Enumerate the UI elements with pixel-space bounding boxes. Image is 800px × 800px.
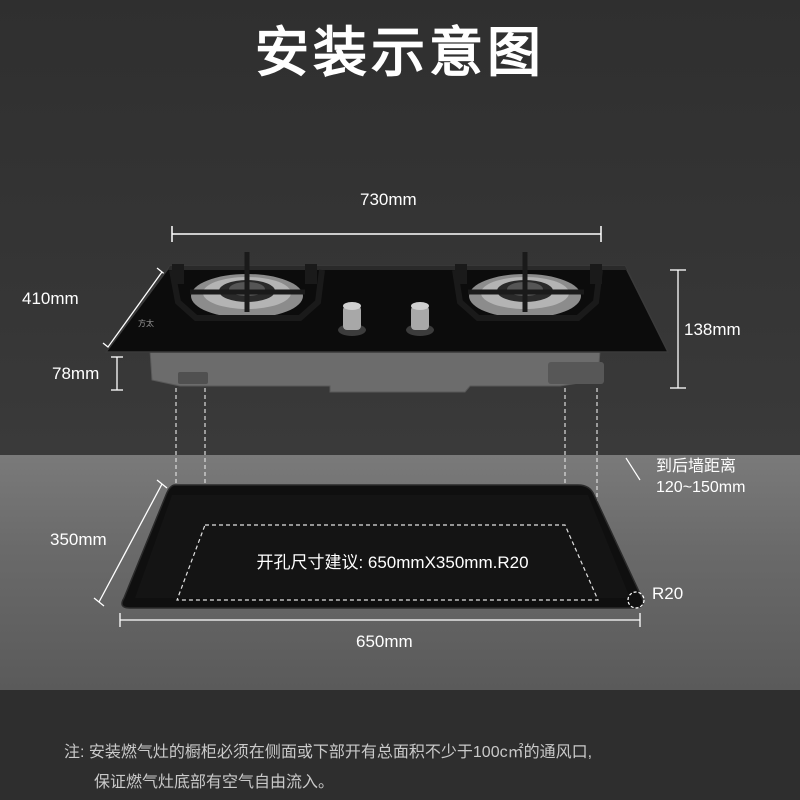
left-knob (338, 302, 366, 336)
wall-distance-note: 到后墙距离 120~150mm (656, 456, 745, 498)
total-height-label: 138mm (684, 320, 741, 339)
corner-radius-marker (627, 591, 645, 609)
width-top-label: 730mm (360, 190, 417, 209)
wall-distance-leader (625, 457, 641, 481)
wall-distance-line2: 120~150mm (656, 479, 746, 496)
wall-distance-line1: 到后墙距离 (656, 458, 737, 475)
body-height-dimension-line (111, 356, 123, 391)
right-knob (406, 302, 434, 336)
installation-note: 注: 安装燃气灶的橱柜必须在侧面或下部开有总面积不少于100c㎡的通风口, 保证… (64, 738, 592, 798)
hob-underbody (149, 349, 604, 393)
total-height-dimension-line (670, 269, 686, 389)
cutout-size-suggestion: 开孔尺寸建议: 650mmX350mm.R20 (256, 553, 529, 572)
cutout-outline (176, 524, 599, 601)
body-height-label: 78mm (52, 364, 100, 383)
hob-brand-logo: 方太 (138, 319, 154, 328)
right-burner (452, 252, 603, 321)
depth-top-label: 410mm (22, 289, 79, 308)
width-dimension-line (171, 226, 602, 242)
cutout-depth-label: 350mm (50, 530, 107, 549)
corner-radius-label: R20 (652, 584, 684, 603)
note-line1: 注: 安装燃气灶的橱柜必须在侧面或下部开有总面积不少于100c㎡的通风口, (64, 744, 593, 761)
background-lower (0, 690, 800, 800)
cutout-depth-line (93, 479, 168, 607)
note-line2: 保证燃气灶底部有空气自由流入。 (94, 774, 335, 791)
cutout-width-label: 650mm (356, 632, 413, 651)
left-burner (169, 252, 325, 321)
cutout-width-line (119, 613, 641, 627)
page-title: 安装示意图 (255, 21, 545, 84)
